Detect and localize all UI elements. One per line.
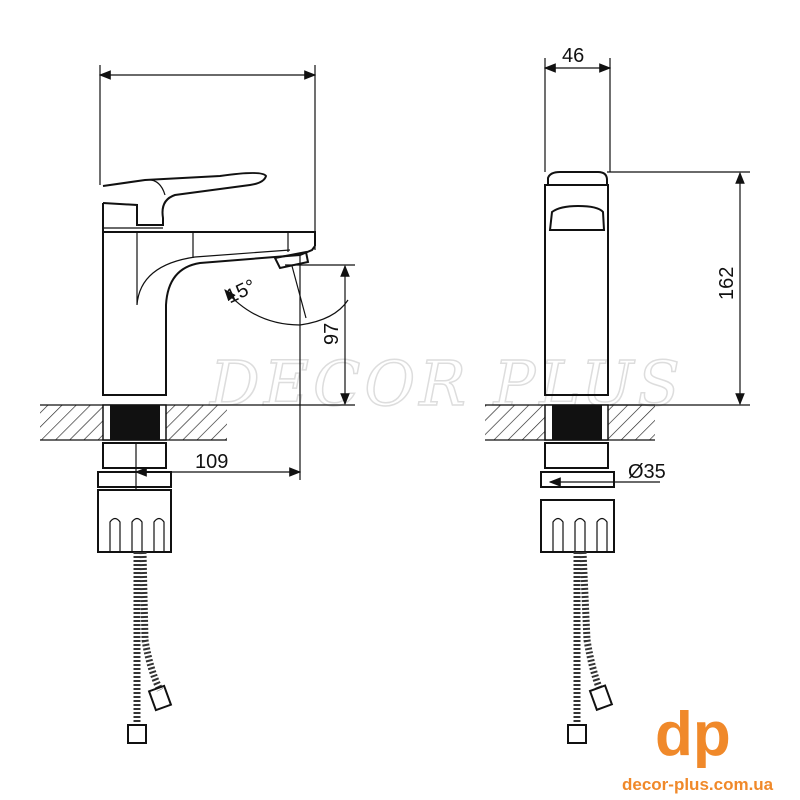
mounting-thread <box>110 405 160 440</box>
spout-front <box>548 204 606 231</box>
mounting-nut <box>97 489 172 553</box>
lever-handle <box>102 172 268 226</box>
faucet-body <box>102 232 316 396</box>
logo-url: decor-plus.com.ua <box>622 775 774 794</box>
hose-nut <box>588 684 614 712</box>
side-view: 15° 97 109 <box>40 65 355 744</box>
lever-top <box>547 171 608 186</box>
dimension-label-97: 97 <box>321 323 343 345</box>
hose-hot <box>579 551 604 692</box>
logo-mark: dp <box>655 700 731 769</box>
dimension-label-46: 46 <box>562 45 584 67</box>
aerator <box>273 250 310 270</box>
dimension-label-15: 15° <box>223 275 260 308</box>
front-view: 46 162 Ø35 <box>485 45 750 744</box>
mounting-thread <box>552 405 602 440</box>
hose-nut <box>127 724 147 744</box>
dimension-label-35: Ø35 <box>628 461 666 483</box>
hose-nut <box>567 724 587 744</box>
brand-logo: dp decor-plus.com.ua <box>622 700 774 794</box>
hose-nut <box>147 684 173 712</box>
mounting-nut <box>540 499 615 553</box>
hose-hot <box>139 551 164 692</box>
front-body <box>544 184 609 396</box>
dimension-label-162: 162 <box>716 267 738 300</box>
dimension-label-109: 109 <box>195 451 228 473</box>
